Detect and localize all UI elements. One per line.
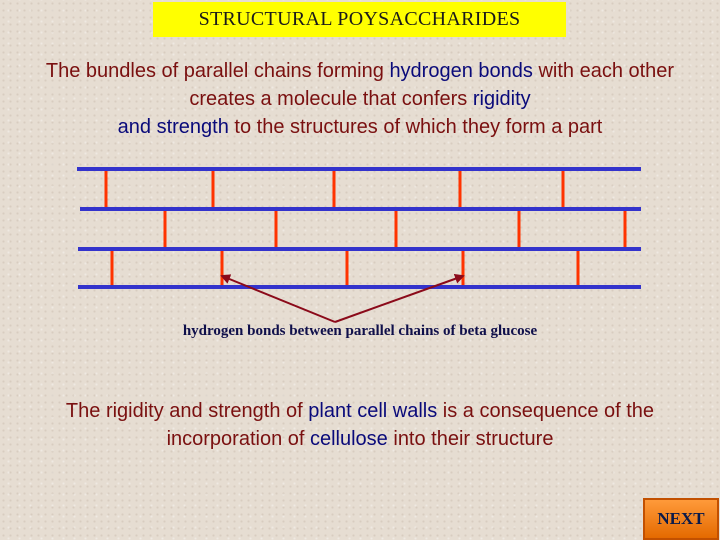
intro-highlight-hydrogen-bonds: hydrogen bonds	[389, 60, 533, 82]
intro-highlight-strength: and strength	[117, 116, 229, 138]
next-button-label: NEXT	[657, 509, 705, 528]
intro-text-3: to the structures of which they form a p…	[228, 116, 603, 138]
conclusion-text-1: The rigidity and strength of	[65, 400, 309, 422]
callout-arrows-group	[220, 274, 465, 323]
hydrogen-bonds-group	[104, 171, 627, 285]
next-button[interactable]: NEXT	[643, 498, 719, 540]
callout-arrow	[334, 274, 465, 323]
conclusion-highlight-cellulose: cellulose	[309, 428, 388, 450]
conclusion-highlight-plant-cell-walls: plant cell walls	[308, 400, 438, 422]
intro-text-1: The bundles of parallel chains forming	[45, 60, 390, 82]
diagram-caption: hydrogen bonds between parallel chains o…	[182, 323, 538, 339]
callout-arrow	[220, 274, 336, 323]
slide-title: STRUCTURAL POYSACCHARIDES	[153, 2, 566, 37]
conclusion-text-3: into their structure	[387, 428, 554, 450]
slide-title-text: STRUCTURAL POYSACCHARIDES	[198, 8, 521, 30]
polymer-chains-group	[77, 167, 641, 289]
intro-text-2: with each other creates a molecule that …	[189, 60, 675, 110]
intro-highlight-rigidity: rigidity	[472, 88, 531, 110]
conclusion-text-2: is a consequence of the incorporation of	[166, 400, 655, 450]
conclusion-paragraph: The rigidity and strength of plant cell …	[30, 397, 690, 453]
intro-paragraph: The bundles of parallel chains forming h…	[40, 57, 680, 141]
